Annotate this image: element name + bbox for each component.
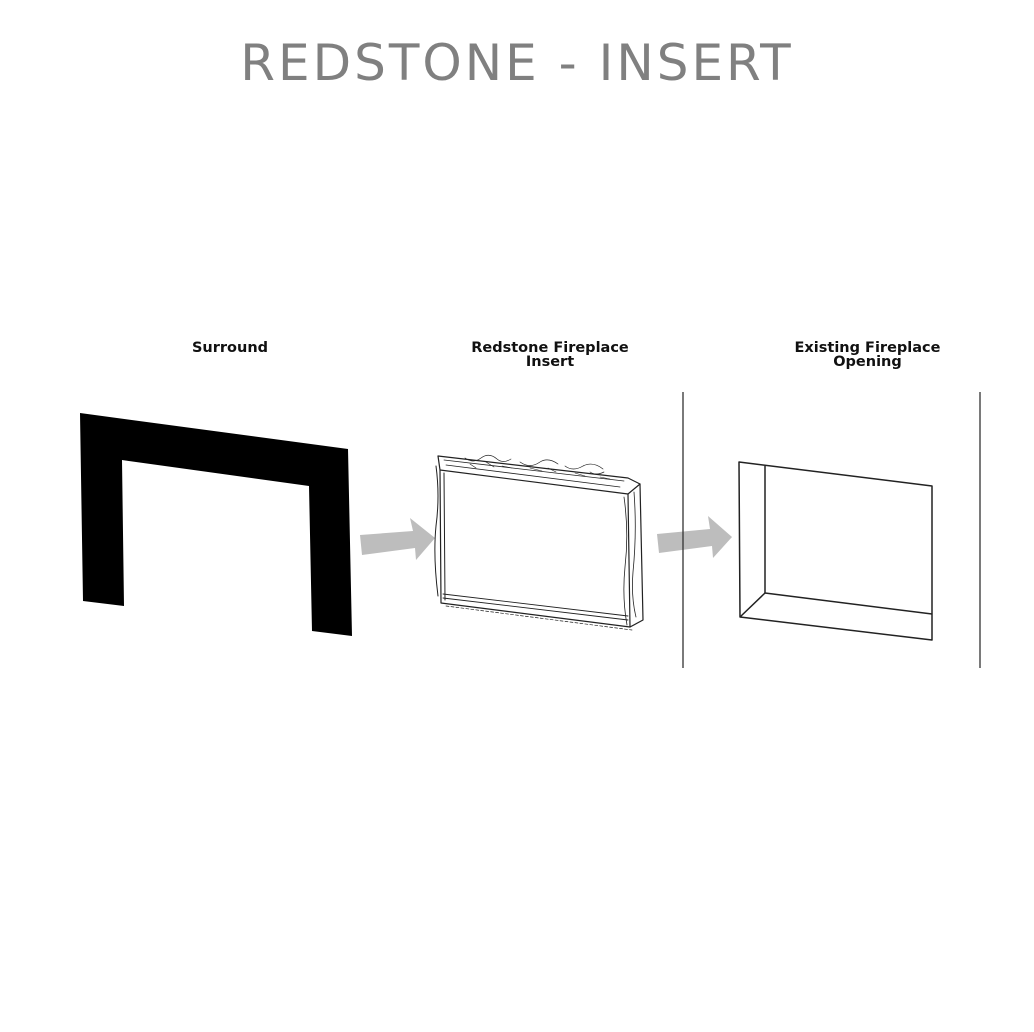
arrow-right-icon bbox=[657, 516, 732, 558]
opening-label: Existing Fireplace Opening bbox=[780, 340, 955, 370]
arrow-right-icon bbox=[360, 518, 435, 560]
fireplace-opening-drawing bbox=[682, 392, 981, 668]
opening-label-line2: Opening bbox=[833, 354, 902, 370]
page-title: REDSTONE - INSERT bbox=[240, 34, 794, 92]
insert-label-line2: Insert bbox=[525, 354, 575, 370]
insert-label: Redstone Fireplace Insert bbox=[460, 340, 640, 370]
fireplace-insert-sketch bbox=[434, 454, 644, 631]
surround-label-text: Surround bbox=[191, 340, 269, 356]
surround-label: Surround bbox=[150, 340, 310, 356]
surround-frame bbox=[80, 413, 352, 636]
insert-label-line1: Redstone Fireplace bbox=[471, 340, 629, 356]
opening-label-line1: Existing Fireplace bbox=[794, 340, 941, 356]
